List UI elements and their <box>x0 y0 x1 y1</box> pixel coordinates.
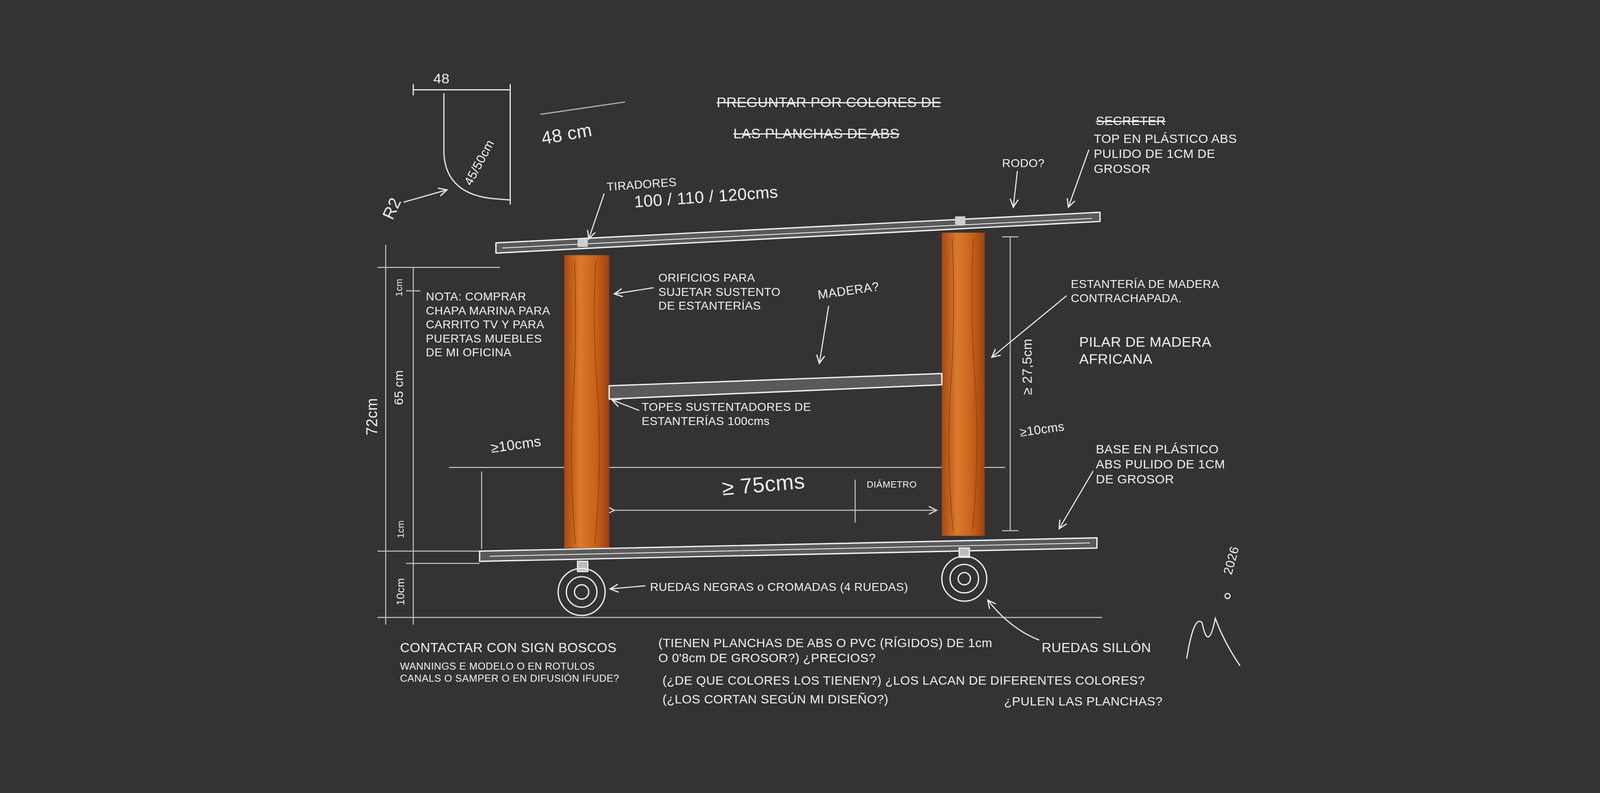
wheels <box>558 547 988 616</box>
sketch-label: TOP EN PLÁSTICO ABS PULIDO DE 1CM DE GRO… <box>1093 131 1244 177</box>
sketch-label: (TIENEN PLANCHAS DE ABS O PVC (RÍGIDOS) … <box>658 635 1000 666</box>
wood-pillars <box>571 238 977 544</box>
sketch-label: ¿PULEN LAS PLANCHAS? <box>1004 693 1163 709</box>
sketch-label: ≥ 27,5cm <box>1019 338 1035 395</box>
sketch-label: ESTANTERÍA DE MADERA CONTRACHAPADA. <box>1070 277 1238 305</box>
sketch-label: BASE EN PLÁSTICO ABS PULIDO DE 1CM DE GR… <box>1095 441 1238 487</box>
sketch-label: (¿DE QUE COLORES LOS TIENEN?) ¿LOS LACAN… <box>662 672 1145 688</box>
struck-note: PREGUNTAR POR COLORES DE <box>716 93 941 111</box>
wood-pillars <box>949 238 954 531</box>
dimension-lines <box>406 290 421 292</box>
struck-note: LAS PLANCHAS DE ABS <box>733 125 900 143</box>
struck-note: SECRETER <box>1095 113 1166 129</box>
wood-pillars <box>564 232 985 548</box>
sketch-label: DIÁMETRO <box>866 479 917 490</box>
signature <box>1186 593 1240 666</box>
leader-arrows <box>610 585 645 589</box>
leader-arrows <box>819 306 829 364</box>
sketch-label: CONTACTAR CON SIGN BOSCOS <box>400 639 617 656</box>
dimension-lines <box>1002 236 1019 531</box>
wheels <box>558 568 606 616</box>
dimension-lines <box>377 266 500 268</box>
sketch-label: 1cm <box>395 520 407 538</box>
leader-arrows <box>612 400 639 410</box>
sketch-label: WANNINGS E MODELO O EN ROTULOS CANALS O … <box>400 660 634 685</box>
leader-arrows <box>1068 150 1089 208</box>
signature <box>1186 618 1240 666</box>
dimension-lines <box>377 550 480 552</box>
wood-pillars <box>571 260 576 545</box>
top-view-sketch <box>443 93 510 200</box>
abs-boards <box>609 373 942 399</box>
abs-boards <box>479 212 1100 562</box>
sketch-label: ORIFICIOS PARA SUJETAR SUSTENTO DE ESTAN… <box>658 270 796 313</box>
sketch-label: 72cm <box>362 397 381 436</box>
top-view-sketch <box>404 190 448 203</box>
sketch-label: PILAR DE MADERA AFRICANA <box>1079 333 1246 368</box>
dimension-lines <box>406 562 480 564</box>
dimension-lines <box>614 509 937 511</box>
sketch-label: 48 <box>433 70 450 88</box>
wood-pillars <box>594 260 600 545</box>
top-view-sketch <box>540 102 625 115</box>
sketch-label: 2026 <box>1220 544 1243 577</box>
sketch-label: ≥10cms <box>1018 418 1066 440</box>
sketch-label: (¿LOS CORTAN SEGÚN MI DISEÑO?) <box>662 691 889 707</box>
leader-arrows <box>1013 171 1018 208</box>
dimension-lines <box>1009 236 1011 531</box>
signature <box>1225 593 1230 599</box>
leader-arrows <box>614 287 653 295</box>
abs-boards <box>495 212 1100 253</box>
dimension-lines <box>385 245 386 625</box>
dimension-lines <box>854 479 856 523</box>
dimension-lines <box>481 471 483 550</box>
sketch-label: ≥10cms <box>489 432 543 457</box>
dimension-lines <box>449 466 1006 468</box>
top-view-sketch <box>404 84 625 205</box>
wheels <box>958 572 971 585</box>
sketch-label: MADERA? <box>816 278 880 303</box>
abs-boards <box>955 216 965 225</box>
sketch-label: 10cm <box>394 577 408 606</box>
abs-boards <box>490 218 1093 557</box>
sketch-label: NOTA: COMPRAR CHAPA MARINA PARA CARRITO … <box>425 289 562 360</box>
sketch-label: RUEDAS SILLÓN <box>1041 639 1152 656</box>
sketch-label: R2 <box>377 194 406 223</box>
dimension-lines <box>377 617 1103 618</box>
wheels <box>574 584 589 599</box>
sketch-label: 1cm <box>393 278 405 297</box>
leader-arrows <box>588 150 1093 640</box>
dimension-lines <box>377 236 1103 625</box>
wood-pillars <box>941 232 985 536</box>
sketch-label: 65 cm <box>391 370 407 405</box>
wheels <box>577 561 588 572</box>
top-view-sketch <box>413 89 511 91</box>
sketch-label: ≥ 75cms <box>720 467 806 502</box>
leader-arrows <box>987 600 1039 640</box>
sketch-label: 48 cm <box>539 118 594 150</box>
top-view-sketch <box>413 84 511 95</box>
sketch-label: RUEDAS NEGRAS o CROMADAS (4 RUEDAS) <box>650 580 909 595</box>
wheels <box>566 576 597 608</box>
top-view-sketch <box>509 90 511 205</box>
wheels <box>950 564 979 593</box>
sketch-label: TOPES SUSTENTADORES DE ESTANTERÍAS 100cm… <box>641 400 817 428</box>
sketch-label: RODO? <box>1002 156 1045 171</box>
leader-arrows <box>1059 471 1093 529</box>
dimension-lines <box>412 267 414 625</box>
wood-pillars <box>971 238 977 531</box>
leader-arrows <box>588 193 605 239</box>
sketch-label: 45/50cm <box>460 137 498 188</box>
wood-pillars <box>564 255 610 548</box>
wheels <box>941 556 987 602</box>
abs-boards <box>577 238 588 248</box>
